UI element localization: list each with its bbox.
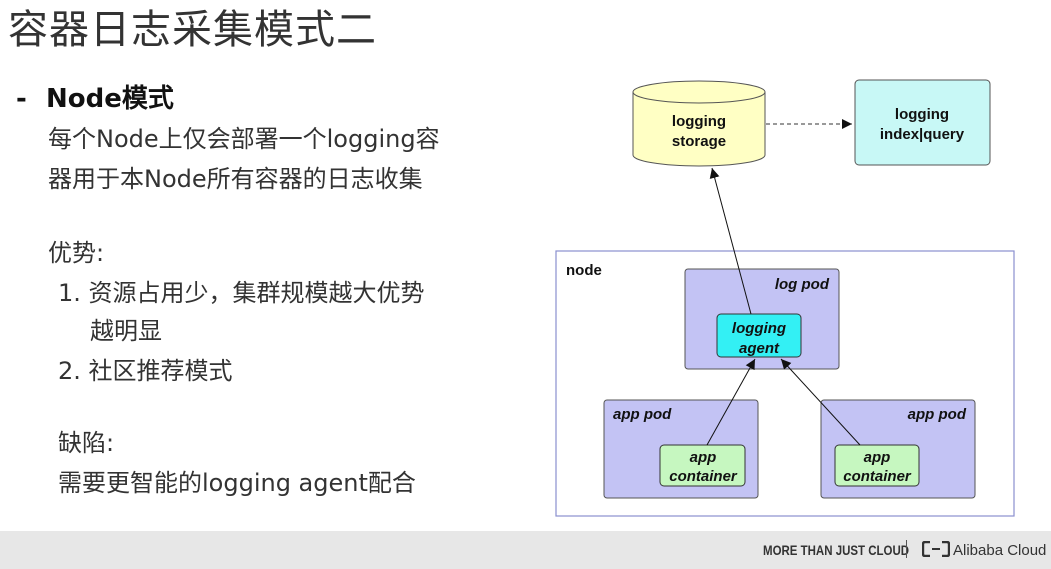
drawbacks-text: 需要更智能的logging agent配合 [58, 469, 416, 497]
logging-index-box [854, 79, 991, 166]
logging-storage-cylinder [632, 80, 766, 167]
app-pod-left-label: app pod [613, 406, 672, 423]
architecture-diagram: node log pod logging agent app pod app c… [555, 79, 1015, 517]
app-pod-right-label: app pod [908, 406, 967, 423]
app-container-right-box [834, 444, 920, 487]
bullet-heading: -Node模式 [16, 82, 174, 116]
logging-index-line-2: index|query [880, 126, 965, 143]
advantage-item-2: 2. 社区推荐模式 [58, 357, 233, 385]
advantages-label: 优势: [48, 239, 105, 267]
logging-agent-line-2: agent [739, 340, 780, 357]
log-pod-label: log pod [775, 276, 830, 293]
arrow-agent-to-storage [709, 167, 752, 315]
footer-brand: Alibaba Cloud [953, 542, 1047, 559]
logging-storage-line-1: logging [672, 113, 726, 130]
bullet-dash: - [16, 84, 27, 114]
app-container-left-line-2: container [669, 468, 738, 485]
drawbacks-label: 缺陷: [58, 429, 115, 457]
app-container-left-box [659, 444, 746, 487]
description-line-1: 每个Node上仅会部署一个logging容 [48, 125, 440, 153]
app-container-left-line-1: app [690, 449, 717, 466]
logging-storage-line-2: storage [672, 133, 726, 150]
bullet-heading-text: Node模式 [46, 84, 174, 114]
logging-index-line-1: logging [895, 106, 949, 123]
advantage-item-1: 1. 资源占用少，集群规模越大优势 [58, 279, 425, 307]
arrow-left-container-to-agent [706, 358, 756, 446]
logging-agent-line-1: logging [732, 320, 786, 337]
arrow-right-container-to-agent [780, 358, 861, 446]
description-line-2: 器用于本Node所有容器的日志收集 [48, 165, 423, 193]
alibaba-cloud-logo-icon [922, 541, 950, 557]
logging-agent-box [716, 313, 802, 358]
footer-separator [906, 540, 907, 558]
node-label: node [566, 262, 602, 279]
footer-tagline: MORE THAN JUST CLOUD [763, 542, 910, 558]
advantage-item-1-cont: 越明显 [90, 317, 162, 345]
footer-bar: MORE THAN JUST CLOUD Alibaba Cloud [0, 531, 1051, 569]
app-container-right-line-2: container [843, 468, 912, 485]
page-title: 容器日志采集模式二 [8, 7, 377, 53]
app-container-right-line-1: app [864, 449, 891, 466]
